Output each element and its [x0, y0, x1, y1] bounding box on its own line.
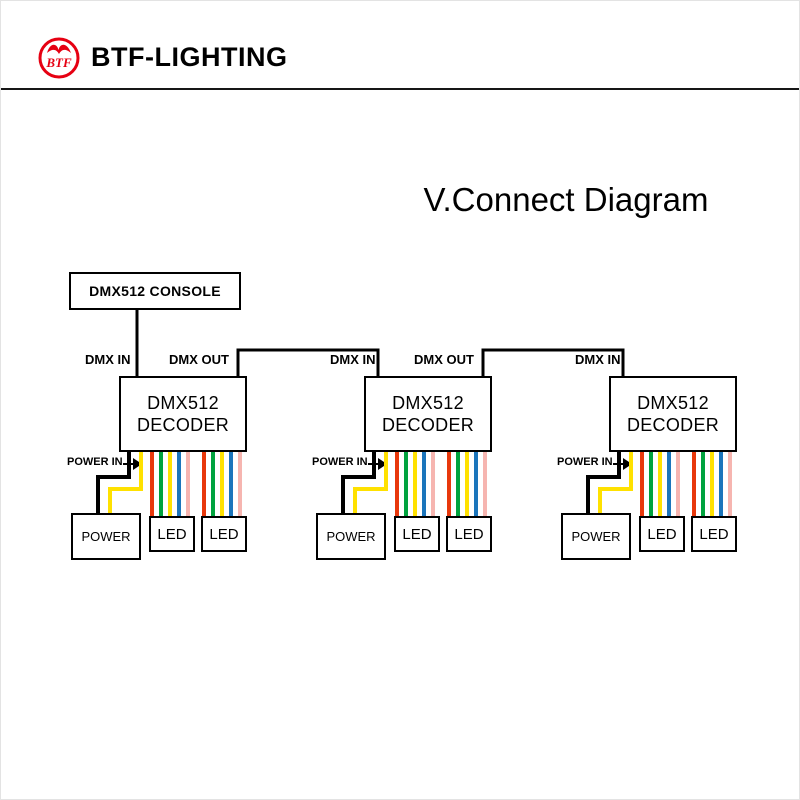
power-wire-yellow: [353, 450, 388, 514]
power-wire-black: [341, 450, 376, 514]
power-in-arrow-head: [378, 458, 387, 470]
power-in-label: POWER IN: [312, 456, 368, 468]
decoder-label-line2: DECODER: [381, 415, 475, 435]
power-wire-yellow: [108, 450, 143, 514]
dmx512-console-box: DMX512 CONSOLE: [69, 272, 241, 310]
header-divider: [1, 88, 799, 90]
diagram-title: V.Connect Diagram: [423, 181, 709, 218]
led-box: LED: [201, 516, 247, 552]
power-in-label: POWER IN: [67, 456, 123, 468]
led-box: LED: [149, 516, 195, 552]
led-box: LED: [639, 516, 685, 552]
dmx-out-label: DMX OUT: [414, 352, 474, 367]
dmx-in-label: DMX IN: [330, 352, 376, 367]
decoder-label-line1: DMX512: [147, 392, 219, 413]
power-in-arrow-head: [133, 458, 142, 470]
dmx-link-wire: [481, 348, 625, 378]
dmx-in-label: DMX IN: [85, 352, 131, 367]
btf-logo-icon: BTF: [38, 37, 80, 79]
brand-name: BTF-LIGHTING: [91, 42, 288, 72]
led-box: LED: [691, 516, 737, 552]
power-supply-box: POWER: [316, 513, 386, 560]
decoder-label-line2: DECODER: [136, 415, 230, 435]
decoder-label-line2: DECODER: [626, 415, 720, 435]
logo-wings: [47, 44, 71, 54]
dmx-link-wire: [236, 348, 380, 378]
logo-ring: [38, 37, 80, 79]
power-wire-black: [586, 450, 621, 514]
power-in-label: POWER IN: [557, 456, 613, 468]
power-wire-black: [96, 450, 131, 514]
logo-text: BTF: [45, 55, 72, 70]
power-in-arrow-head: [623, 458, 632, 470]
led-box: LED: [394, 516, 440, 552]
led-box: LED: [446, 516, 492, 552]
dmx-out-label: DMX OUT: [169, 352, 229, 367]
power-supply-box: POWER: [71, 513, 141, 560]
power-wire-yellow: [598, 450, 633, 514]
power-supply-box: POWER: [561, 513, 631, 560]
decoder-label-line1: DMX512: [392, 392, 464, 413]
dmx-in-label: DMX IN: [575, 352, 621, 367]
decoder-label-line1: DMX512: [637, 392, 709, 413]
